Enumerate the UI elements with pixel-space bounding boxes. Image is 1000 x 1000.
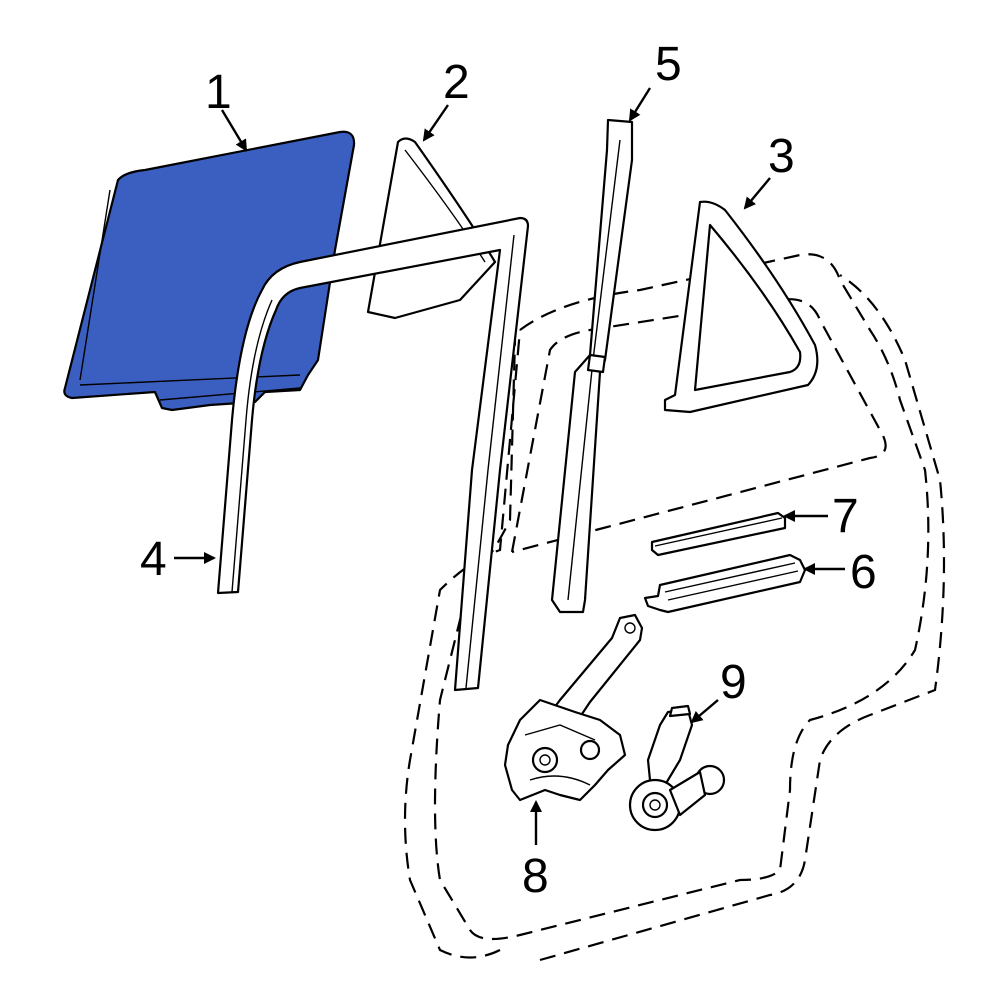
window-regulator-part (503, 613, 644, 802)
callout-8: 8 (522, 800, 549, 903)
callout-label: 5 (655, 38, 682, 91)
callout-4: 4 (140, 533, 216, 586)
window-run-channel-part (216, 216, 530, 692)
callout-label: 6 (850, 546, 877, 599)
callout-6: 6 (803, 546, 877, 599)
callout-3: 3 (743, 130, 795, 210)
callout-5: 5 (628, 38, 682, 122)
callout-label: 2 (443, 56, 470, 109)
callout-label: 7 (832, 490, 859, 543)
rear-quarter-frame-part (663, 200, 819, 414)
regulator-motor-part (628, 704, 726, 832)
door-glass-part (63, 130, 356, 412)
callout-2: 2 (422, 56, 470, 142)
callout-label: 3 (768, 130, 795, 183)
callout-1: 1 (205, 66, 248, 152)
callout-label: 1 (205, 66, 232, 119)
door-glass-panel (63, 130, 356, 412)
callout-label: 8 (522, 850, 549, 903)
callout-9: 9 (690, 656, 747, 724)
callout-label: 4 (140, 533, 167, 586)
callout-7: 7 (783, 490, 859, 543)
division-bar-part (550, 118, 634, 614)
door-shell (403, 253, 946, 962)
belt-molding-part (650, 511, 787, 557)
callout-label: 9 (720, 656, 747, 709)
weatherstrip-part (643, 553, 807, 614)
